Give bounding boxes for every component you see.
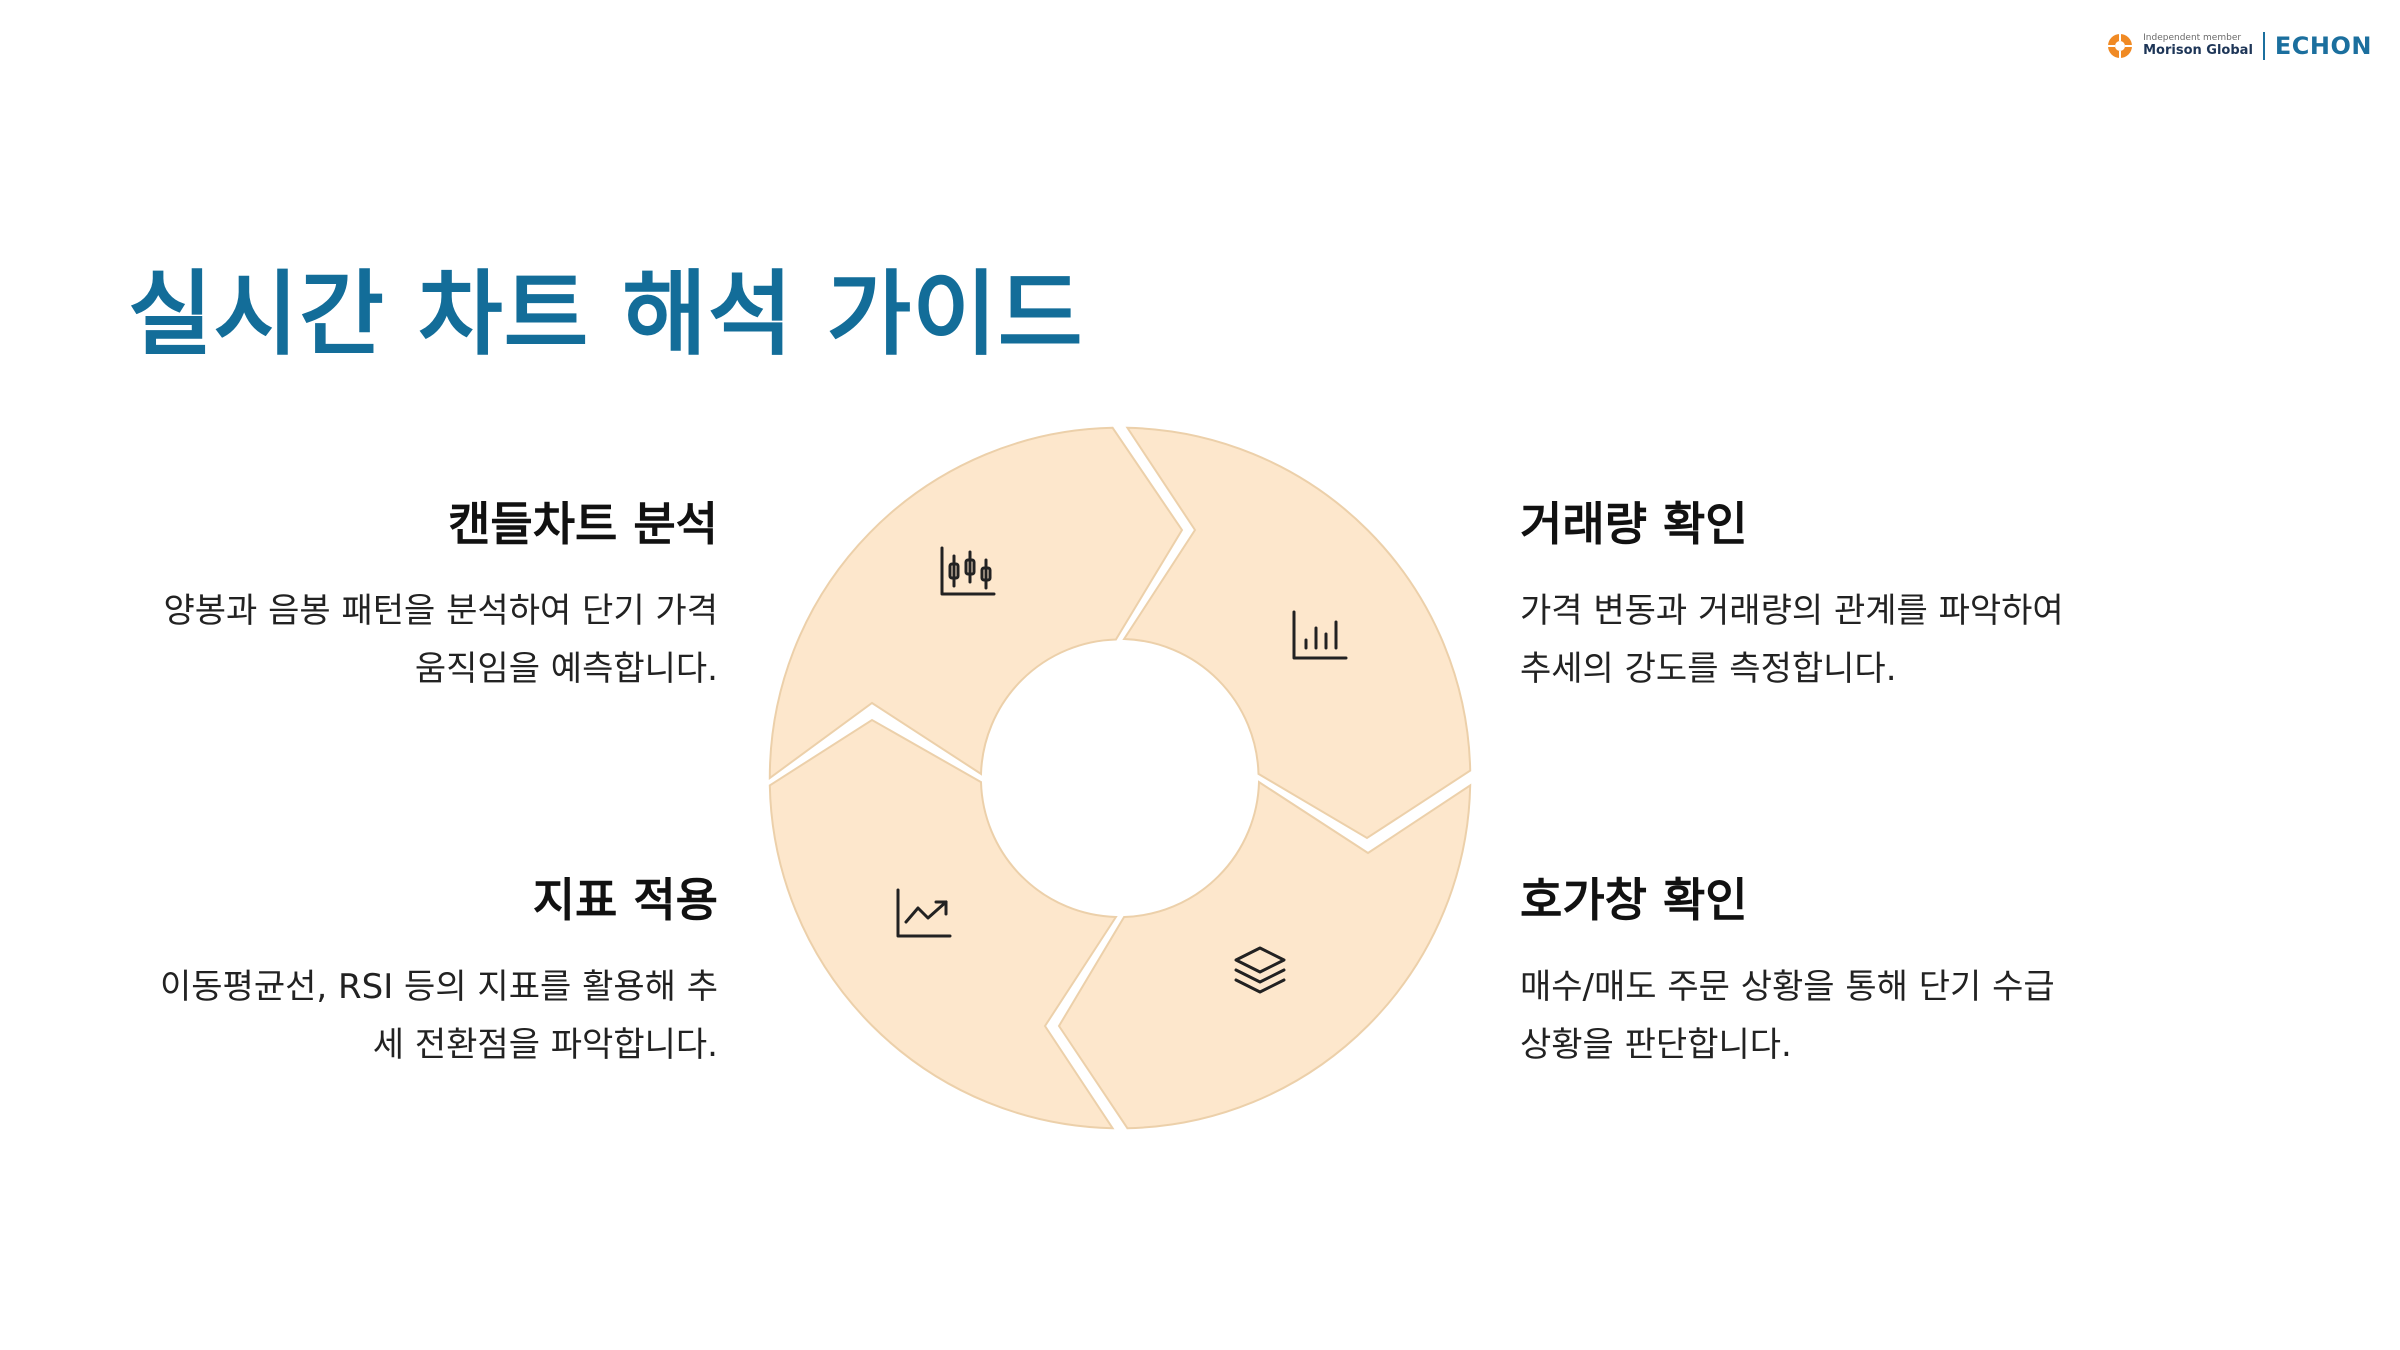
- step-description-line: 양봉과 음봉 패턴을 분석하여 단기 가격: [163, 591, 718, 631]
- cycle-segment-order-book: [1057, 780, 1472, 1130]
- step-description: 매수/매도 주문 상황을 통해 단기 수급 상황을 판단합니다.: [1520, 958, 2160, 1074]
- cycle-segment-candle: [768, 426, 1184, 780]
- company-logo: Independent member Morison Global ECHON: [2107, 32, 2372, 60]
- step-heading: 캔들차트 분석: [448, 497, 718, 551]
- step-order-book: 호가창 확인 매수/매도 주문 상황을 통해 단기 수급 상황을 판단합니다.: [1520, 864, 2160, 1074]
- logo-tagline: Independent member: [2143, 33, 2242, 44]
- morison-global-logo-icon: [2108, 34, 2133, 58]
- layers-icon: [1234, 946, 1286, 994]
- step-description: 이동평균선, RSI 등의 지표를 활용해 추 세 전환점을 파악합니다.: [78, 958, 718, 1074]
- candlestick-chart-icon: [940, 546, 996, 596]
- logo-network-name: Morison Global: [2143, 42, 2253, 58]
- step-description: 양봉과 음봉 패턴을 분석하여 단기 가격 움직임을 예측합니다.: [78, 582, 718, 698]
- bar-chart-icon: [1292, 610, 1348, 660]
- step-heading: 지표 적용: [532, 873, 718, 927]
- trending-chart-icon: [896, 888, 952, 938]
- step-heading: 거래량 확인: [1520, 497, 1748, 551]
- step-description-line: 상황을 판단합니다.: [1520, 1025, 1792, 1065]
- step-heading: 호가창 확인: [1520, 873, 1748, 927]
- step-volume: 거래량 확인 가격 변동과 거래량의 관계를 파악하여 추세의 강도를 측정합니…: [1520, 488, 2160, 698]
- cycle-segment-volume: [1122, 426, 1472, 840]
- step-description-line: 이동평균선, RSI 등의 지표를 활용해 추: [160, 967, 718, 1007]
- step-description-line: 매수/매도 주문 상황을 통해 단기 수급: [1520, 967, 2055, 1007]
- cycle-diagram: [768, 426, 1472, 1130]
- logo-brand: ECHON: [2274, 32, 2372, 60]
- cycle-segment-indicator: [768, 718, 1118, 1130]
- step-indicator: 지표 적용 이동평균선, RSI 등의 지표를 활용해 추 세 전환점을 파악합…: [78, 864, 718, 1074]
- step-description-line: 가격 변동과 거래량의 관계를 파악하여: [1520, 591, 2064, 631]
- step-description-line: 세 전환점을 파악합니다.: [372, 1025, 718, 1065]
- logo-divider: [2262, 32, 2265, 60]
- step-description-line: 추세의 강도를 측정합니다.: [1520, 649, 1897, 689]
- step-candle-chart: 캔들차트 분석 양봉과 음봉 패턴을 분석하여 단기 가격 움직임을 예측합니다…: [78, 488, 718, 698]
- step-description-line: 움직임을 예측합니다.: [414, 649, 718, 689]
- page-title: 실시간 차트 해석 가이드: [128, 261, 1084, 368]
- step-description: 가격 변동과 거래량의 관계를 파악하여 추세의 강도를 측정합니다.: [1520, 582, 2160, 698]
